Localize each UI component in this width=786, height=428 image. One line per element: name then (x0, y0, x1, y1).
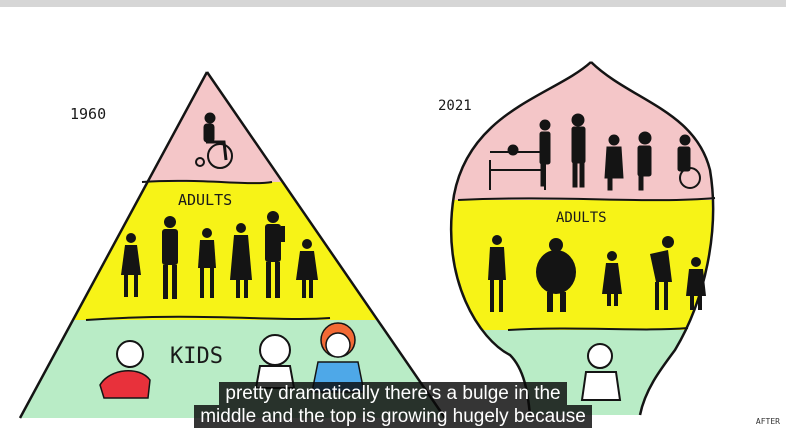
subtitle-line-1: pretty dramatically there's a bulge in t… (219, 382, 567, 405)
year-1960-label: 1960 (70, 105, 106, 123)
adults-label-left: ADULTS (178, 191, 232, 209)
year-2021-label: 2021 (438, 98, 472, 114)
adult-figure (198, 228, 216, 298)
population-shape-2021: 2021 ADULTS (438, 61, 716, 416)
adult-figure (602, 251, 622, 306)
elderly-figures-2021 (489, 113, 701, 191)
adult-figure (121, 233, 141, 297)
adult-figures-2021 (488, 235, 706, 312)
adult-figure (536, 238, 576, 312)
adult-figure (296, 239, 318, 298)
baby-red (99, 340, 151, 399)
adult-figures-1960 (121, 211, 318, 299)
channel-watermark: AFTER (755, 417, 780, 426)
adult-figure (686, 257, 706, 310)
pyramid-1960: 1960 ADULTS KIDS (18, 71, 447, 419)
adult-figure (230, 223, 252, 298)
baby-sitting (580, 343, 622, 401)
adult-figure (265, 211, 285, 298)
subtitle-line-2: middle and the top is growing hugely bec… (194, 405, 592, 428)
adult-figure (488, 235, 506, 312)
adult-figure (162, 216, 178, 299)
adult-figure (650, 236, 674, 310)
wheelchair-figure (195, 112, 233, 169)
kids-label: KIDS (170, 344, 223, 369)
adults-label-right: ADULTS (556, 210, 607, 226)
top-progress-bar (0, 0, 786, 7)
subtitle-line-2-row: middle and the top is growing hugely bec… (0, 405, 786, 428)
subtitle-line-1-row: pretty dramatically there's a bulge in t… (0, 382, 786, 405)
